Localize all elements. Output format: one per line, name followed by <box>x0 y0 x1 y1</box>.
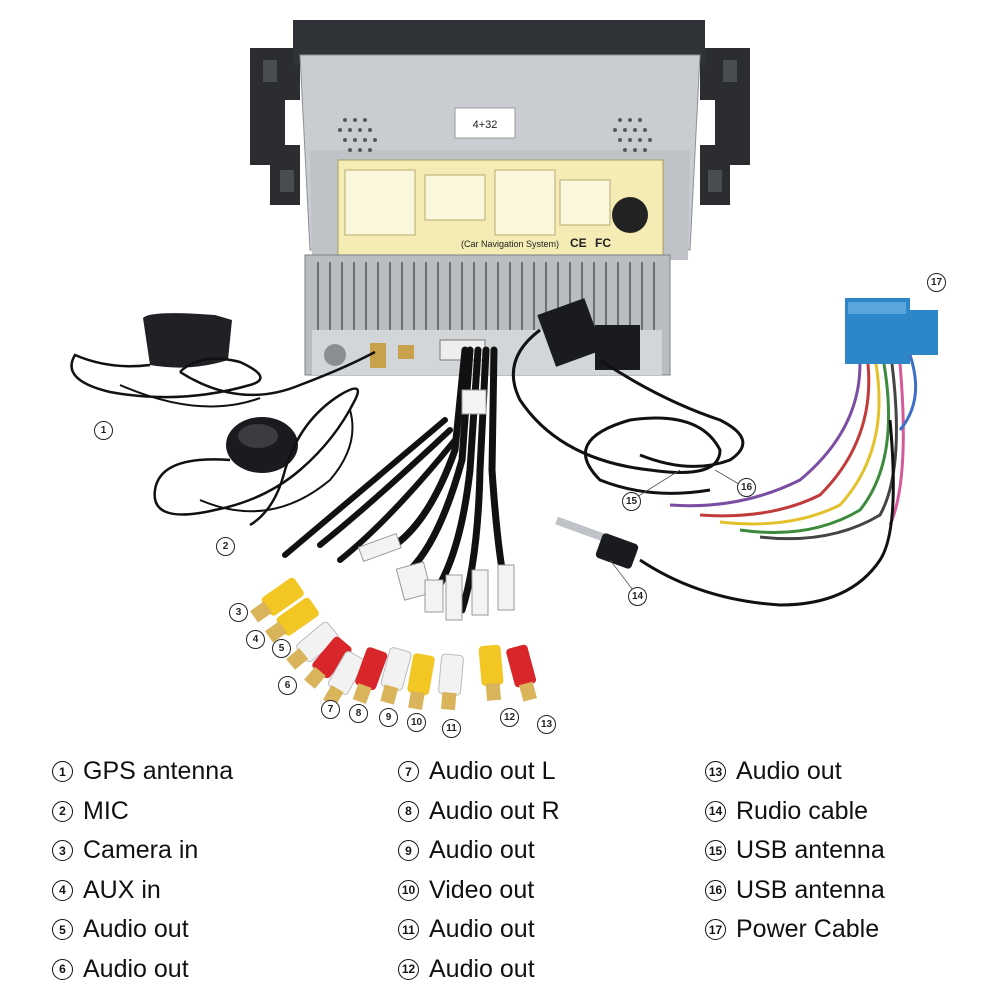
legend-number: 17 <box>705 919 726 941</box>
legend-label: Audio out <box>83 954 189 983</box>
legend-number: 10 <box>398 879 419 901</box>
legend-number: 3 <box>52 840 73 862</box>
sticker-text: 4+32 <box>473 119 498 131</box>
legend-number: 13 <box>705 761 726 783</box>
legend-number: 16 <box>705 879 726 901</box>
legend-label: Rudio cable <box>736 796 869 825</box>
callout-9: 9 <box>379 708 398 727</box>
callout-7: 7 <box>321 700 340 719</box>
legend-item: 10 Video out <box>398 871 560 911</box>
usb-cables <box>511 298 745 495</box>
legend-label: Audio out <box>736 757 842 786</box>
callout-2: 2 <box>216 537 235 556</box>
legend-number: 9 <box>398 840 419 862</box>
legend-item: 7 Audio out L <box>398 752 560 792</box>
product-photo: 4+32 (Car Navigation System) FC CE <box>70 20 938 711</box>
callout-17: 17 <box>927 273 946 292</box>
legend-number: 6 <box>52 958 73 980</box>
legend-label: Power Cable <box>736 915 880 944</box>
legend-item: 14 Rudio cable <box>705 792 885 832</box>
legend-label: Camera in <box>83 836 199 865</box>
callout-5: 5 <box>272 639 291 658</box>
legend-label: Audio out <box>429 836 535 865</box>
legend-number: 8 <box>398 800 419 822</box>
legend-number: 4 <box>52 879 73 901</box>
legend-item: 11 Audio out <box>398 910 560 950</box>
legend-label: AUX in <box>83 875 161 904</box>
legend-label: Audio out <box>429 915 535 944</box>
legend-label: Video out <box>429 875 535 904</box>
callout-6: 6 <box>278 676 297 695</box>
power-cable <box>669 298 938 541</box>
rca-plugs <box>250 577 537 711</box>
callout-1: 1 <box>94 421 113 440</box>
legend-item: 8 Audio out R <box>398 792 560 832</box>
legend-label: Audio out R <box>429 796 560 825</box>
rca-harness <box>250 346 537 711</box>
legend-label: USB antenna <box>736 875 885 904</box>
fcc-mark: FC <box>595 236 611 250</box>
legend-label: Audio out <box>429 954 535 983</box>
legend-item: 3 Camera in <box>52 831 233 871</box>
legend-number: 1 <box>52 761 73 783</box>
callout-10: 10 <box>407 713 426 732</box>
callout-3: 3 <box>229 603 248 622</box>
mounting-brackets <box>250 48 750 205</box>
legend-item: 15 USB antenna <box>705 831 885 871</box>
legend-item: 5 Audio out <box>52 910 233 950</box>
legend-number: 11 <box>398 919 419 941</box>
legend-item: 16 USB antenna <box>705 871 885 911</box>
ce-mark: CE <box>570 236 587 250</box>
radio-antenna-cable <box>555 419 895 607</box>
legend-number: 12 <box>398 958 419 980</box>
callout-4: 4 <box>246 630 265 649</box>
legend-number: 5 <box>52 919 73 941</box>
microphone <box>153 387 360 527</box>
legend-item: 1 GPS antenna <box>52 752 233 792</box>
legend-number: 15 <box>705 840 726 862</box>
legend-number: 7 <box>398 761 419 783</box>
head-unit-chassis: 4+32 (Car Navigation System) FC CE <box>293 20 705 260</box>
legend-label: USB antenna <box>736 836 885 865</box>
callout-8: 8 <box>349 704 368 723</box>
callout-13: 13 <box>537 715 556 734</box>
label-title: (Car Navigation System) <box>461 239 559 249</box>
legend-label: GPS antenna <box>83 757 234 786</box>
callout-12: 12 <box>500 708 519 727</box>
gps-antenna <box>70 313 376 408</box>
legend-number: 14 <box>705 800 726 822</box>
legend-item: 2 MIC <box>52 792 233 832</box>
legend-label: Audio out L <box>429 757 556 786</box>
legend-item: 12 Audio out <box>398 950 560 990</box>
legend-number: 2 <box>52 800 73 822</box>
legend-item: 4 AUX in <box>52 871 233 911</box>
legend-item: 9 Audio out <box>398 831 560 871</box>
legend-label: Audio out <box>83 915 189 944</box>
legend-item: 6 Audio out <box>52 950 233 990</box>
legend-item: 13 Audio out <box>705 752 885 792</box>
callout-14: 14 <box>628 587 647 606</box>
legend-label: MIC <box>83 796 129 825</box>
callout-11: 11 <box>442 719 461 738</box>
callout-16: 16 <box>737 478 756 497</box>
legend-item: 17 Power Cable <box>705 910 885 950</box>
callout-15: 15 <box>622 492 641 511</box>
